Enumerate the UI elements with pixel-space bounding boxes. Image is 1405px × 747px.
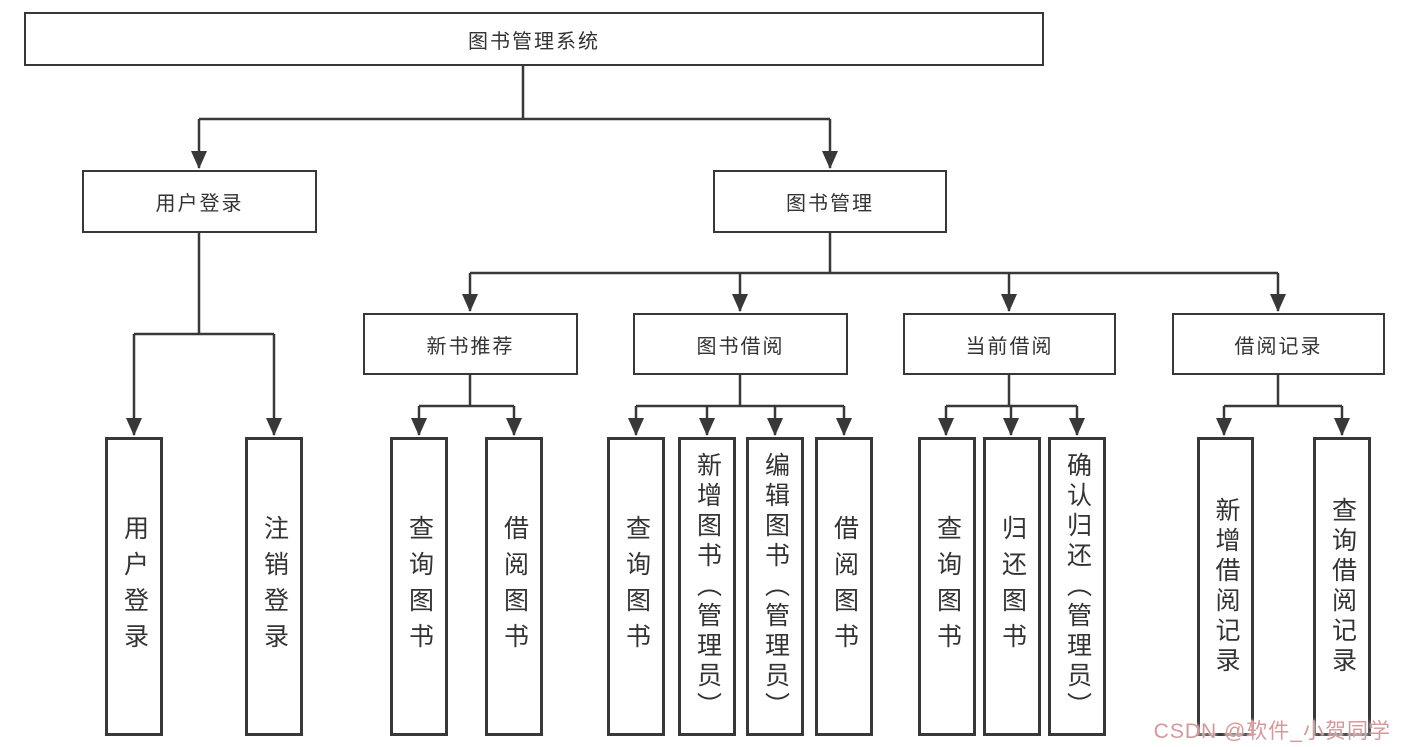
csdn-watermark: CSDN @软件_小贺同学 <box>1153 720 1391 743</box>
leaf-label: 借阅图书 <box>830 514 859 659</box>
node-book-borrow: 图书借阅 <box>633 313 848 375</box>
leaf-user-login: 用户登录 <box>105 437 163 736</box>
leaf-br-add-borrow-record: 新增借阅记录 <box>1197 437 1254 736</box>
leaf-label: 新增借阅记录 <box>1212 496 1240 677</box>
leaf-label: 确认归还（管理员） <box>1063 451 1092 722</box>
node-root: 图书管理系统 <box>24 12 1044 66</box>
node-user-login: 用户登录 <box>82 170 317 233</box>
node-label: 借阅记录 <box>1234 335 1323 358</box>
node-borrow-records: 借阅记录 <box>1172 313 1385 375</box>
leaf-bb-borrow-books: 借阅图书 <box>815 437 873 736</box>
leaf-nb-query-books: 查询图书 <box>390 437 448 736</box>
leaf-cb-query-books: 查询图书 <box>918 437 976 736</box>
leaf-bb-edit-books-admin: 编辑图书（管理员） <box>746 437 804 736</box>
leaf-cb-return-books: 归还图书 <box>983 437 1041 736</box>
leaf-logout: 注销登录 <box>245 437 303 736</box>
leaf-label: 用户登录 <box>120 514 149 659</box>
leaf-label: 查询借阅记录 <box>1328 496 1357 677</box>
leaf-label: 新增图书（管理员） <box>693 451 722 722</box>
leaf-br-query-borrow-record: 查询借阅记录 <box>1313 437 1371 736</box>
leaf-label: 借阅图书 <box>500 514 529 659</box>
leaf-label: 查询图书 <box>405 514 434 659</box>
node-new-book-recommend: 新书推荐 <box>363 313 578 375</box>
node-label: 新书推荐 <box>426 335 515 358</box>
leaf-label: 查询图书 <box>622 514 651 659</box>
node-label: 当前借阅 <box>965 335 1054 358</box>
node-label: 图书管理系统 <box>468 30 600 53</box>
node-label: 用户登录 <box>155 193 244 215</box>
connector-arrows <box>126 119 1350 436</box>
leaf-cb-confirm-return-admin: 确认归还（管理员） <box>1048 437 1106 736</box>
leaf-label: 编辑图书（管理员） <box>761 451 790 722</box>
node-label: 图书管理 <box>786 193 874 215</box>
node-label: 图书借阅 <box>696 335 785 358</box>
leaf-label: 注销登录 <box>260 514 289 659</box>
leaf-nb-borrow-books: 借阅图书 <box>485 437 543 736</box>
node-current-borrow: 当前借阅 <box>903 313 1116 375</box>
leaf-label: 归还图书 <box>998 514 1027 659</box>
leaf-bb-add-books-admin: 新增图书（管理员） <box>678 437 736 736</box>
node-book-management: 图书管理 <box>713 170 947 233</box>
leaf-label: 查询图书 <box>933 514 962 659</box>
leaf-bb-query-books: 查询图书 <box>607 437 665 736</box>
